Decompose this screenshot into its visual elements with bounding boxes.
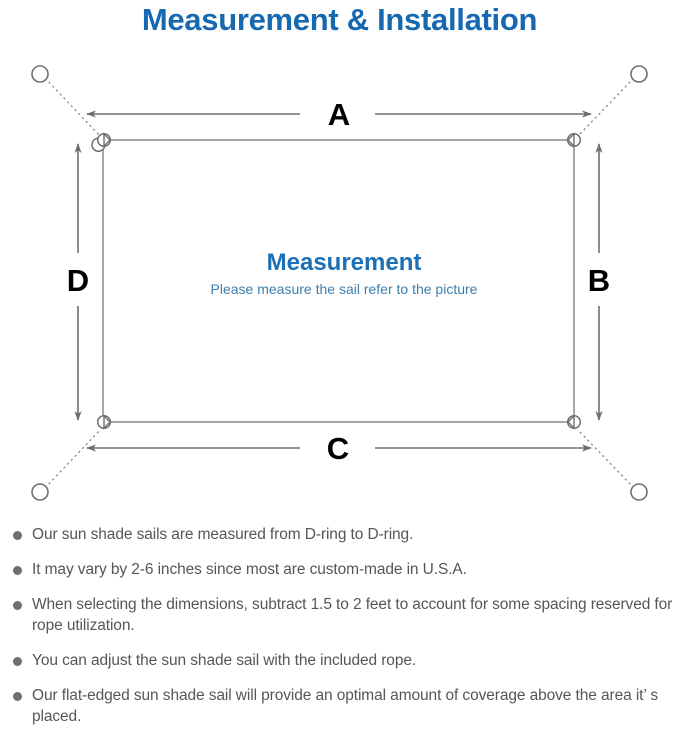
d-ring-tabs (103, 132, 575, 430)
dimension-d: D (67, 143, 89, 421)
anchor-circles (31, 65, 648, 501)
list-item: You can adjust the sun shade sail with t… (0, 650, 679, 671)
list-item-text: It may vary by 2-6 inches since most are… (32, 561, 467, 578)
bullet-icon (13, 566, 22, 575)
bullet-icon (13, 692, 22, 701)
dimension-d-label: D (67, 263, 89, 298)
diagram-center-subtitle: Please measure the sail refer to the pic… (211, 281, 478, 297)
rope-bottom-left (44, 429, 101, 489)
rope-bottom-right (577, 429, 635, 489)
notes-list: Our sun shade sails are measured from D-… (0, 524, 679, 741)
bottom-right-d-ring-tab (567, 414, 575, 430)
top-right-d-ring-tab (567, 132, 575, 148)
sail-rectangle (102, 139, 575, 423)
dimension-b-label: B (588, 263, 610, 298)
top-left-d-ring-tab (103, 132, 111, 148)
list-item-text: Our sun shade sails are measured from D-… (32, 526, 414, 543)
list-item: It may vary by 2-6 inches since most are… (0, 559, 679, 580)
dimension-a: A (86, 97, 592, 132)
bottom-right-anchor (630, 483, 648, 501)
dimension-c: C (86, 431, 592, 466)
top-left-anchor (31, 65, 49, 83)
bullet-icon (13, 531, 22, 540)
bullet-icon (13, 657, 22, 666)
bottom-left-anchor (31, 483, 49, 501)
rope-top-left (44, 77, 101, 137)
bullet-icon (13, 601, 22, 610)
list-item-text: When selecting the dimensions, subtract … (32, 596, 673, 634)
top-right-anchor (630, 65, 648, 83)
rope-lines (44, 77, 635, 489)
dimension-c-label: C (327, 431, 349, 466)
list-item-text: Our flat-edged sun shade sail will provi… (32, 687, 658, 725)
page-title: Measurement & Installation (141, 2, 538, 37)
diagram-center-title: Measurement (267, 249, 422, 276)
list-item-text: You can adjust the sun shade sail with t… (32, 652, 417, 669)
list-item: Our sun shade sails are measured from D-… (0, 524, 679, 545)
rope-top-right (577, 77, 635, 137)
bottom-left-d-ring-tab (103, 414, 111, 430)
list-item: Our flat-edged sun shade sail will provi… (0, 685, 679, 727)
measurement-diagram: A C D B Measurement Please measure the s… (0, 48, 679, 518)
dimension-b: B (588, 143, 610, 421)
dimension-a-label: A (328, 97, 350, 132)
list-item: When selecting the dimensions, subtract … (0, 594, 679, 636)
